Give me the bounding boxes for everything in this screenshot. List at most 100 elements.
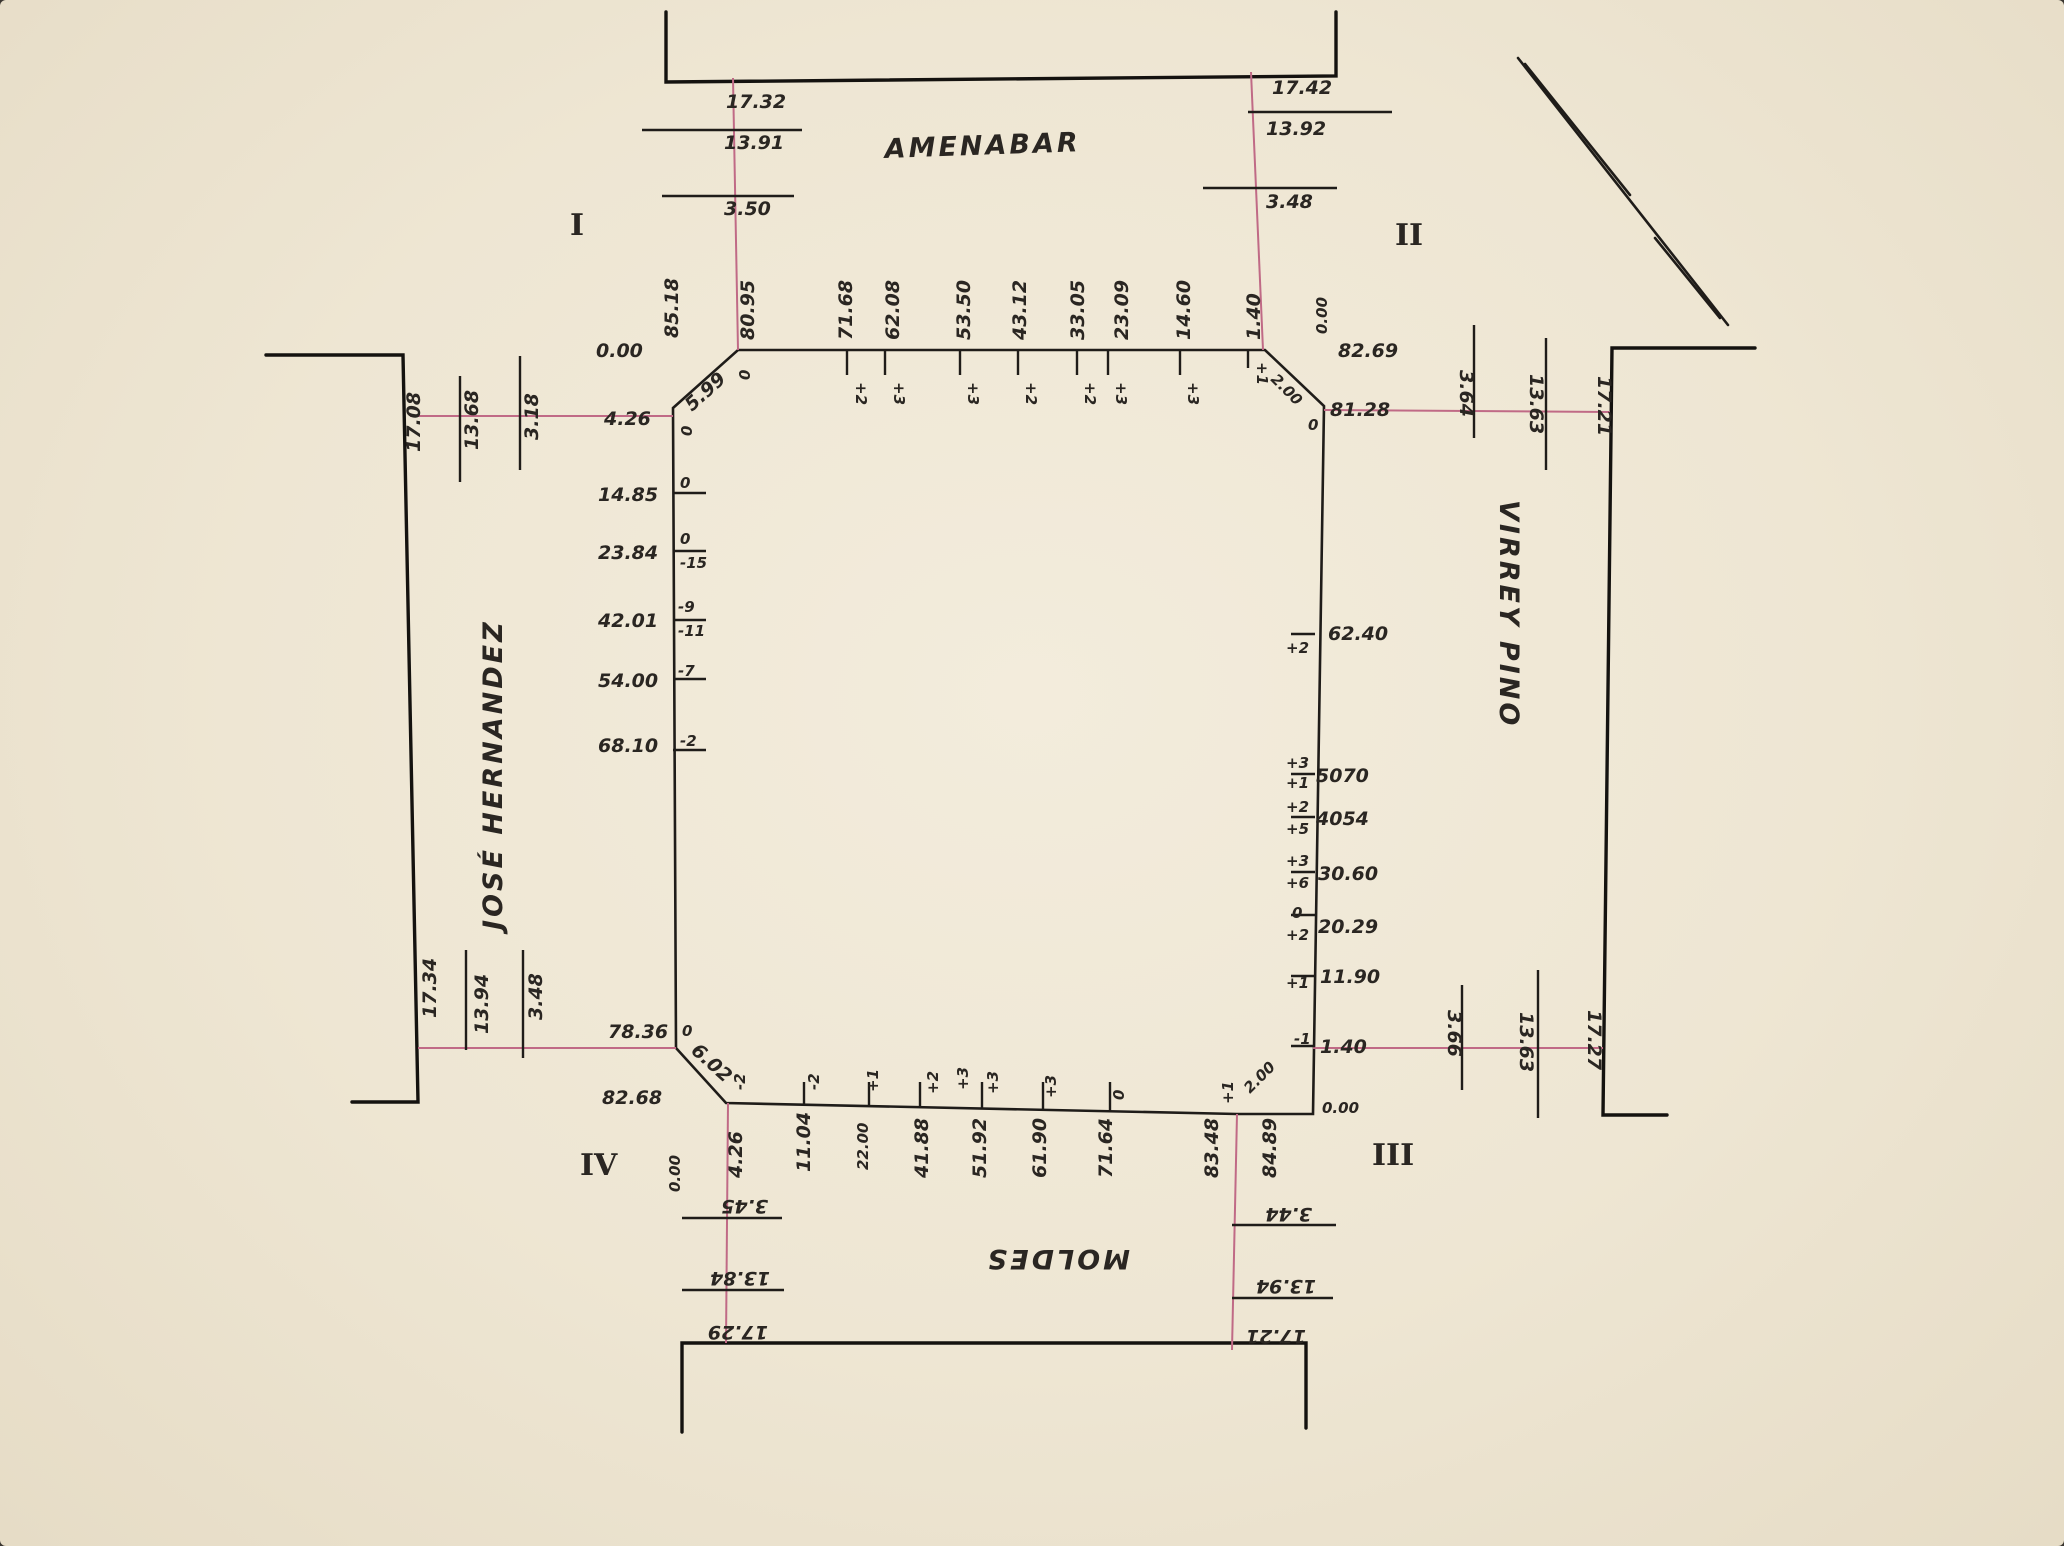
south-offset: +3: [984, 1071, 1002, 1094]
north-station: 0.00: [596, 340, 643, 362]
west-station: 82.68: [602, 1087, 662, 1109]
east-station: 11.90: [1320, 966, 1380, 988]
north-offset: +2: [852, 382, 870, 405]
street-name-south: MOLDES: [985, 1243, 1130, 1274]
east-station: 1.40: [1320, 1036, 1367, 1058]
east-station: 0.00: [1322, 1099, 1359, 1117]
east-offset: +5: [1286, 820, 1309, 838]
east-offset: +2: [1286, 798, 1309, 816]
northeast-hatch-1: [1516, 56, 1730, 327]
south-station: 4.26: [725, 1131, 747, 1179]
east-stations: 81.28 62.40 5070 4054 30.60 20.29 11.90 …: [1240, 399, 1390, 1117]
west-station: 23.84: [598, 542, 658, 564]
south-station: 11.04: [793, 1112, 815, 1172]
east-station: 81.28: [1330, 399, 1390, 421]
west-station: 4.26: [603, 408, 651, 430]
east-station: 5070: [1316, 765, 1369, 787]
street-name-east: VIRREY PINO: [1493, 500, 1524, 728]
cs-east-bottom: 17.27: [1583, 1010, 1605, 1071]
corner-label-ne: II: [1395, 218, 1423, 253]
south-offset: +3: [1042, 1075, 1060, 1098]
south-station: 71.64: [1095, 1118, 1117, 1178]
west-station: 78.36: [608, 1021, 668, 1043]
east-station: 4054: [1315, 808, 1369, 830]
north-station: 0.00: [1313, 297, 1331, 334]
cs-north-left: 13.91: [724, 132, 784, 154]
offset-ticks: [673, 350, 1315, 1111]
northeast-hatch-2: [1523, 62, 1632, 197]
cs-south-left: 3.45: [721, 1195, 768, 1217]
cs-south-right: 17.21: [1246, 1325, 1306, 1347]
street-name-north: AMENABAR: [882, 127, 1081, 165]
north-offset: 0: [736, 370, 754, 380]
north-station: 43.12: [1009, 280, 1031, 341]
block-outline: [671, 348, 1326, 1116]
north-station: 80.95: [737, 280, 759, 340]
west-offset: -15: [680, 554, 707, 572]
south-station: 61.90: [1029, 1118, 1051, 1178]
street-name-west: JOSÉ HERNANDEZ: [477, 619, 509, 935]
north-station: 23.09: [1111, 280, 1133, 340]
east-offset: -1: [1294, 1030, 1311, 1048]
west-station: 68.10: [598, 735, 658, 757]
north-station: 1.40: [1243, 293, 1265, 340]
west-stations: 4.26 14.85 23.84 42.01 54.00 68.10 78.36…: [597, 408, 736, 1109]
red-north-right: [1250, 71, 1264, 351]
north-station: 53.50: [953, 280, 975, 340]
corner-label-nw: I: [570, 208, 584, 243]
east-offset: +6: [1286, 874, 1309, 892]
cs-south-right: 3.44: [1265, 1203, 1312, 1225]
west-offset: -11: [678, 622, 705, 640]
east-station: 62.40: [1328, 623, 1388, 645]
west-offset: 0: [680, 474, 690, 492]
west-offset: -9: [678, 598, 695, 616]
north-station: 62.08: [882, 280, 904, 340]
north-station: 14.60: [1173, 280, 1195, 340]
cs-west-bottom: 13.94: [471, 974, 493, 1034]
corner-label-se: III: [1372, 1138, 1414, 1173]
east-offset: +1: [1286, 774, 1309, 792]
east-offset: +3: [1286, 754, 1309, 772]
cs-east-top: 13.63: [1525, 374, 1547, 434]
south-offset: -2: [805, 1073, 823, 1090]
north-offset: +3: [1184, 382, 1202, 405]
west-station: 14.85: [598, 484, 658, 506]
south-station: 0.00: [666, 1155, 684, 1192]
west-offset: -2: [680, 732, 697, 750]
south-offset: +2: [924, 1071, 942, 1094]
north-offset: +1: [1253, 362, 1271, 385]
cs-south-left: 13.84: [710, 1267, 770, 1289]
cs-north-right: 3.48: [1266, 191, 1313, 213]
north-offset: +3: [964, 382, 982, 405]
east-offset: +1: [1286, 974, 1309, 992]
cross-section-ticks: [458, 110, 1548, 1300]
west-offset: 0: [680, 530, 690, 548]
cs-north-right: 17.42: [1272, 77, 1332, 99]
west-boundary: [264, 353, 420, 1104]
south-offset: +1: [864, 1069, 882, 1092]
west-station: 42.01: [597, 610, 658, 632]
cross-section-values: 17.32 13.91 3.50 17.42 13.92 3.48 17.08 …: [403, 77, 1615, 1347]
north-offset: +3: [1112, 382, 1130, 405]
cs-north-left: 17.32: [726, 91, 786, 113]
cs-north-right: 13.92: [1266, 118, 1326, 140]
north-offset: +2: [1022, 382, 1040, 405]
south-station: 84.89: [1259, 1118, 1281, 1178]
cs-east-bottom: 13.63: [1515, 1012, 1537, 1072]
south-stations: 0.00 4.26 11.04 22.00 41.88 51.92 61.90 …: [666, 1067, 1281, 1192]
west-station: 54.00: [598, 670, 658, 692]
cs-east-top: 17.21: [1593, 376, 1615, 436]
north-offsets: 0 +2 +3 +3 +2 +2 +3 +3 +1 5.99 0 2.00 0: [678, 362, 1318, 436]
west-offset: -7: [678, 662, 695, 680]
north-offset: +2: [1081, 382, 1099, 405]
east-boundary: [1601, 346, 1757, 1117]
cs-south-right: 13.94: [1256, 1275, 1316, 1297]
east-station: 20.29: [1318, 916, 1378, 938]
north-station: 33.05: [1067, 280, 1089, 340]
cs-east-top: 3.64: [1455, 370, 1477, 417]
cs-west-top: 17.08: [403, 392, 425, 452]
chamfer-sw-zero: 0: [682, 1022, 692, 1040]
north-station: 71.68: [835, 280, 857, 340]
